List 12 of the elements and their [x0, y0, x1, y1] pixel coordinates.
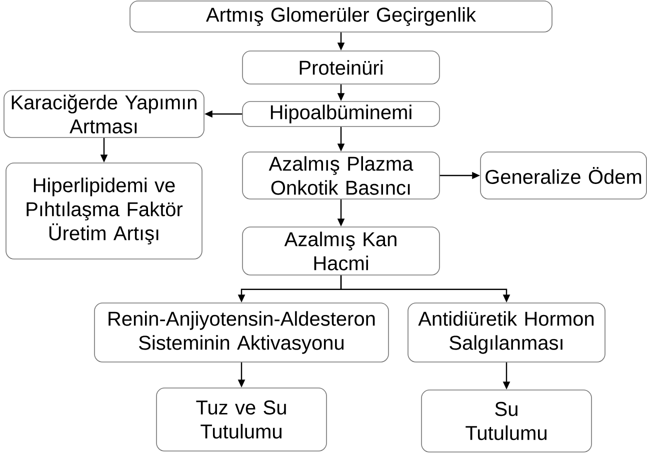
process-box: Azalmış Kan Hacmi — [242, 226, 440, 276]
process-box: Antidiüretik Hormon Salgılanması — [408, 302, 606, 362]
process-box: Proteinüri — [242, 50, 440, 84]
process-box: Tuz ve Su Tutulumu — [156, 388, 327, 452]
process-box: Karaciğerde Yapımın Artması — [4, 90, 204, 138]
process-box: Renin-Anjiyotensin-Aldesteron Sisteminin Aktivasyonu — [94, 302, 389, 362]
process-box: Hiperlipidemi ve Pıhtılaşma Faktör Üretim Artışı — [6, 162, 202, 260]
process-box: Su Tutulumu — [421, 390, 592, 452]
process-box: Azalmış Plazma Onkotik Basıncı — [242, 152, 440, 200]
process-box: Artmış Glomerüler Geçirgenlik — [130, 0, 552, 32]
process-box: Generalize Ödem — [480, 152, 647, 200]
process-box: Hipoalbüminemi — [242, 101, 440, 127]
